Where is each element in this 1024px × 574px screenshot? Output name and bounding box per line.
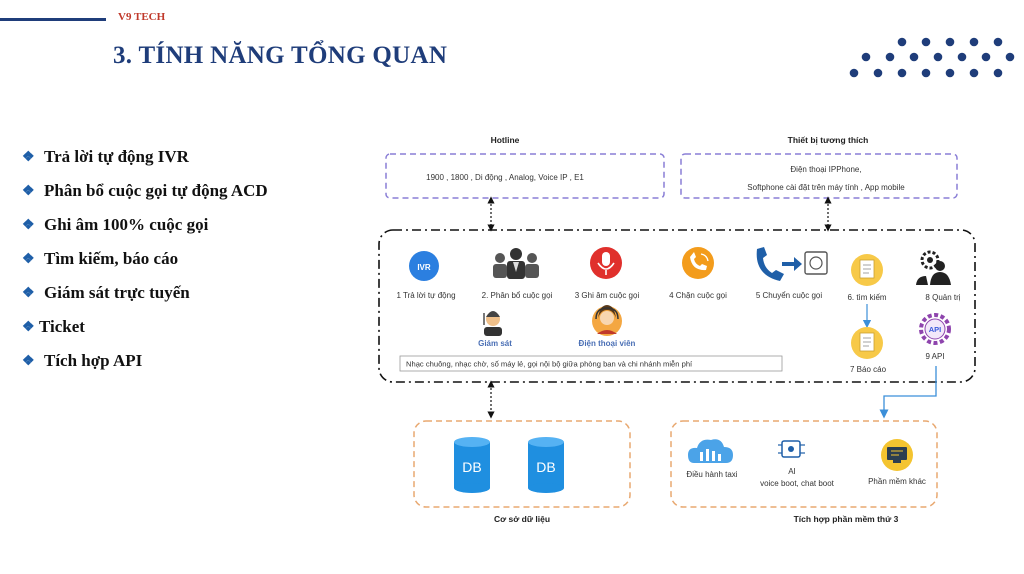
list-item: ❖Phân bổ cuộc gọi tự động ACD [22, 181, 268, 200]
module-8-label: 8 Quản trị [925, 293, 960, 302]
list-item: ❖Ghi âm 100% cuộc gọi [22, 215, 209, 234]
database-icon: DB [454, 437, 490, 493]
svg-text:DB: DB [462, 459, 481, 475]
list-item: ❖Tìm kiếm, báo cáo [22, 249, 179, 268]
transfer-call-icon [756, 247, 828, 281]
agent-label: Điện thoại viên [579, 339, 636, 348]
diamond-bullet-icon: ❖ [22, 183, 35, 199]
database-box [413, 420, 631, 508]
block-call-icon [682, 247, 714, 279]
ai-description: voice boot, chat boot [760, 479, 835, 488]
feature-note: Nhạc chuông, nhạc chờ, số máy lẻ, gọi nộ… [406, 360, 693, 369]
microphone-icon [590, 247, 622, 279]
database-icon: DB [528, 437, 564, 493]
devices-line2: Softphone cài đặt trên máy tính , App mo… [747, 183, 905, 192]
third-party-caption: Tích hợp phần mềm thứ 3 [794, 514, 899, 524]
devices-box [680, 153, 958, 199]
module-4-label: 4 Chặn cuộc gọi [669, 291, 727, 300]
api-integration-connector [879, 366, 937, 419]
page-title: 3. TÍNH NĂNG TỔNG QUAN [113, 42, 448, 69]
team-icon [493, 248, 539, 279]
supervisor-icon [483, 311, 502, 336]
list-item: ❖Tích hợp API [22, 351, 143, 370]
list-item: ❖Giám sát trực tuyến [22, 283, 190, 302]
diamond-bullet-icon: ❖ [22, 353, 35, 369]
other-software-label: Phần mềm khác [868, 477, 926, 486]
module-3-label: 3 Ghi âm cuộc gọi [575, 291, 640, 300]
software-monitor-icon [881, 439, 913, 471]
report-document-icon [851, 327, 883, 359]
feature-note-box [399, 355, 783, 372]
list-item: ❖Ticket [22, 317, 85, 336]
module-7-label: 7 Báo cáo [850, 365, 887, 374]
diamond-bullet-icon: ❖ [22, 251, 35, 267]
admin-gear-icon [916, 250, 951, 285]
hotline-box [385, 153, 665, 199]
diamond-bullet-icon: ❖ [22, 217, 35, 233]
svg-text:API: API [929, 325, 942, 334]
taxi-label: Điều hành taxi [686, 470, 737, 479]
devices-title: Thiết bị tương thích [788, 135, 869, 145]
svg-text:DB: DB [536, 459, 555, 475]
api-gear-icon: API [919, 313, 951, 345]
module-6-label: 6. tìm kiếm [847, 293, 886, 302]
brand-label: V9 TECH [118, 11, 166, 23]
call-agent-icon [592, 305, 622, 336]
cloud-icon [688, 439, 733, 463]
module-5-label: 5 Chuyển cuộc gọi [756, 291, 822, 300]
ai-label: AI [788, 467, 796, 476]
search-document-icon [851, 254, 883, 286]
supervisor-label: Giám sát [478, 339, 512, 348]
module-2-label: 2. Phân bổ cuộc gọi [482, 291, 553, 300]
header-rule [0, 18, 106, 21]
system-box [378, 229, 976, 383]
devices-line1: Điện thoại IPPhone, [790, 165, 861, 174]
module-1-label: 1 Trả lời tự động [396, 291, 455, 300]
diamond-bullet-icon: ❖ [22, 149, 35, 165]
diamond-bullet-icon: ❖ [22, 319, 35, 335]
database-caption: Cơ sở dữ liệu [494, 514, 550, 524]
third-party-box [670, 420, 938, 508]
feature-list: ❖Trả lời tự động IVR ❖Phân bổ cuộc gọi t… [22, 140, 268, 378]
svg-text:IVR: IVR [417, 263, 431, 272]
list-item: ❖Trả lời tự động IVR [22, 147, 189, 166]
ai-chip-icon [778, 440, 805, 458]
decorative-dots [849, 37, 1015, 78]
diamond-bullet-icon: ❖ [22, 285, 35, 301]
hotline-title: Hotline [491, 135, 520, 145]
ivr-icon: IVR [409, 251, 439, 281]
module-9-label: 9 API [925, 352, 944, 361]
hotline-content: 1900 , 1800 , Di động , Analog, Voice IP… [426, 173, 584, 182]
